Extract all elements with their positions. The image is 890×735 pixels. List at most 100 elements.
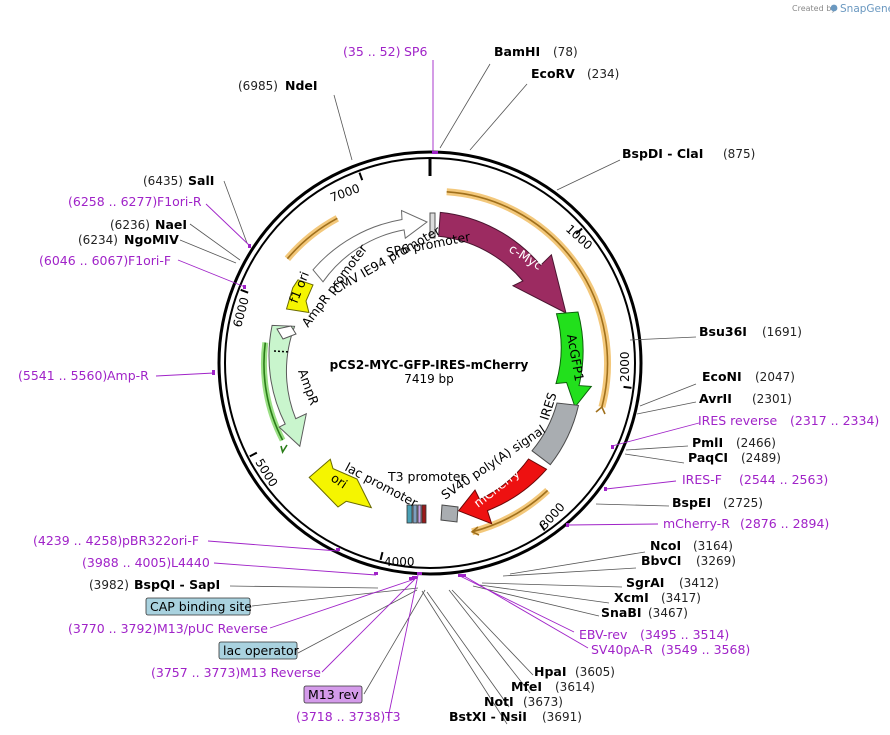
site-bstxi-nsii-pos: (3691) [542, 710, 582, 724]
tick-label-2000: 2000 [618, 351, 632, 382]
t3-promoter-label: T3 promoter [387, 469, 466, 484]
m13-rev-label: M13 rev [308, 687, 359, 702]
primer-ires-f-name: IRES-F [682, 472, 722, 487]
primer-mcherry-r-range: (2876 .. 2894) [740, 516, 829, 531]
c-myc-feature-arrow [438, 211, 567, 314]
site-bspei-name: BspEI [672, 495, 711, 510]
site-bspqi-sapi-pos: (3982) [89, 578, 129, 592]
site-noti-pos: (3673) [523, 695, 563, 709]
site-snabi-name: SnaBI [601, 605, 642, 620]
primer-sp6-range: (35 .. 52) [343, 44, 400, 59]
primer-pbr322ori-f-name: pBR322ori-F [122, 533, 199, 548]
site-econi-pos: (2047) [755, 370, 795, 384]
primer-m13-reverse-name: M13 Reverse [240, 665, 321, 680]
f1-ori-feature-arrow [285, 279, 314, 314]
primer-mcherry-r-name: mCherry-R [663, 516, 730, 531]
site-sgrai-pos: (3412) [679, 576, 719, 590]
primer-f1ori-f-name: F1ori-F [128, 253, 171, 268]
ruler-tick-2000 [623, 385, 632, 389]
primer-t3-name: T3 [384, 709, 401, 724]
acgfp1-feature-arrow [555, 311, 593, 409]
site-paqci-name: PaqCI [688, 450, 728, 465]
primer-l4440-name: L4440 [171, 555, 210, 570]
primer-labels: (35 .. 52) SP6 IRES reverse (2317 .. 233… [18, 44, 879, 724]
site-ncoi-name: NcoI [650, 538, 681, 553]
primer-ires-reverse-name: IRES reverse [698, 413, 777, 428]
site-econi-name: EcoNI [702, 369, 742, 384]
cmv-promoter-outline-arrow [312, 209, 428, 283]
outer-arc-top-right-line [446, 191, 609, 408]
site-ecorv-pos: (234) [587, 67, 619, 81]
outer-arc-lower-right-line [471, 489, 549, 533]
site-noti-name: NotI [484, 694, 514, 709]
primer-amp-r-name: Amp-R [107, 368, 149, 383]
sp6-promoter-block [429, 212, 436, 239]
outer-arc-lower-right-head [470, 526, 480, 536]
site-bbvci-pos: (3269) [696, 554, 736, 568]
primer-markers [212, 151, 614, 580]
backbone-outer-ring [217, 150, 643, 576]
primer-f1ori-f-range: (6046 .. 6067) [39, 253, 128, 268]
ruler-tick-5000 [249, 451, 258, 458]
site-paqci-pos: (2489) [741, 451, 781, 465]
ruler-tick-1000 [575, 227, 583, 235]
outer-arc-top-right-head [595, 405, 606, 415]
primer-f1ori-r-name: F1ori-R [157, 194, 202, 209]
site-bamhi-name: BamHI [494, 44, 540, 59]
restriction-site-labels: BamHI (78) EcoRV (234) BspDI - ClaI (875… [78, 44, 802, 724]
site-bsu36i-pos: (1691) [762, 325, 802, 339]
site-sali-pos: (6435) [143, 174, 183, 188]
primer-sp6-name: SP6 [404, 44, 427, 59]
primer-sv40pa-r-name: SV40pA-R [591, 642, 653, 657]
site-bamhi-pos: (78) [553, 45, 578, 59]
primer-sv40pa-r-range: (3549 .. 3568) [661, 642, 750, 657]
primer-ebv-rev-name: EBV-rev [579, 627, 628, 642]
sv40-polya-block [440, 504, 459, 523]
site-xcmi-pos: (3417) [661, 591, 701, 605]
lac-operator-label: lac operator [223, 643, 300, 658]
tick-label-6000: 6000 [230, 296, 251, 329]
site-ncoi-pos: (3164) [693, 539, 733, 553]
site-ngomiv-pos: (6234) [78, 233, 118, 247]
site-naei-pos: (6236) [110, 218, 150, 232]
credit-text: Created by [792, 4, 836, 13]
site-ndei-pos: (6985) [238, 79, 278, 93]
site-sgrai-name: SgrAI [626, 575, 664, 590]
ampr-start-codon-mark [273, 350, 291, 353]
snapgene-logo-icon [830, 4, 838, 12]
site-bspdi-clai-pos: (875) [723, 147, 755, 161]
m13-rev-box [303, 685, 363, 704]
leader-lines [179, 63, 697, 725]
brand-text: SnapGene [840, 3, 890, 15]
site-pmli-name: PmlI [692, 435, 723, 450]
t3-lac-small-blocks [406, 504, 427, 524]
primer-leader-lines [155, 60, 700, 719]
site-ndei-name: NdeI [285, 78, 318, 93]
plasmid-size: 7419 bp [404, 372, 454, 386]
site-hpai-pos: (3605) [575, 665, 615, 679]
site-naei-name: NaeI [155, 217, 187, 232]
outer-arc-ampr-line [263, 342, 284, 441]
ruler-tick-4000 [379, 551, 384, 561]
plasmid-name: pCS2-MYC-GFP-IRES-mCherry [330, 358, 529, 372]
site-bsu36i-name: Bsu36I [699, 324, 747, 339]
cap-binding-site-box [145, 597, 251, 616]
site-bspei-pos: (2725) [723, 496, 763, 510]
site-bspqi-sapi-name: BspQI - SapI [134, 577, 220, 592]
primer-ires-f-range: (2544 .. 2563) [739, 472, 828, 487]
ampr-promoter-block [276, 325, 297, 340]
site-mfei-name: MfeI [511, 679, 542, 694]
ampr-feature-arrow [268, 324, 307, 448]
primer-t3-range: (3718 .. 3738) [296, 709, 385, 724]
primer-m13-puc-reverse-name: M13/pUC Reverse [157, 621, 268, 636]
outer-arc-upper-left-line [286, 217, 338, 260]
site-avrii-name: AvrII [699, 391, 732, 406]
primer-f1ori-r-range: (6258 .. 6277) [68, 194, 157, 209]
site-ngomiv-name: NgoMIV [124, 232, 179, 247]
site-bbvci-name: BbvCI [641, 553, 681, 568]
site-ecorv-name: EcoRV [531, 66, 575, 81]
ampr-label: AmpR [295, 367, 322, 408]
primer-l4440-range: (3988 .. 4005) [82, 555, 171, 570]
backbone-inner-ring [224, 157, 636, 569]
